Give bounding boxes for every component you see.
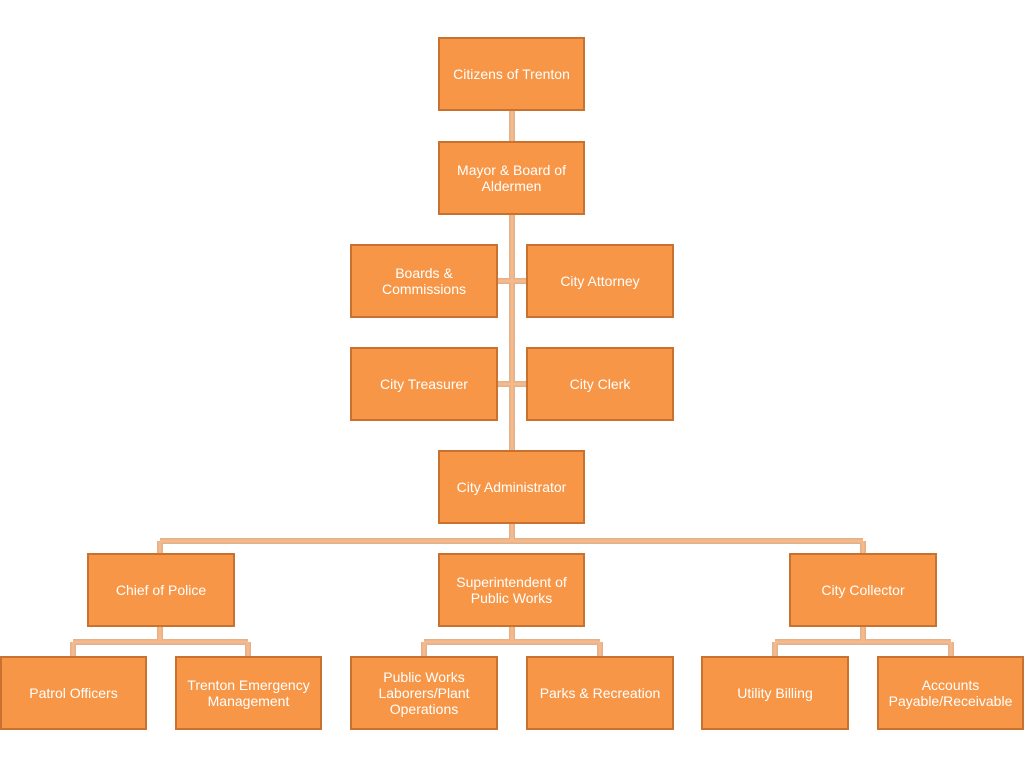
node-label: Superintendent of Public Works (456, 574, 567, 606)
node-label: Accounts Payable/Receivable (888, 677, 1013, 709)
node-city-administrator: City Administrator (438, 450, 585, 524)
node-citizens-of-trenton: Citizens of Trenton (438, 37, 585, 111)
node-city-treasurer: City Treasurer (350, 347, 498, 421)
node-accounts-payable-receivable: Accounts Payable/Receivable (877, 656, 1024, 730)
node-chief-of-police: Chief of Police (87, 553, 235, 627)
node-label: Boards & Commissions (381, 265, 466, 297)
node-label: City Attorney (560, 273, 640, 289)
node-label: City Treasurer (380, 376, 468, 392)
node-label: Citizens of Trenton (453, 66, 570, 82)
node-label: City Clerk (569, 376, 631, 392)
node-city-attorney: City Attorney (526, 244, 674, 318)
node-superintendent-public-works: Superintendent of Public Works (438, 553, 585, 627)
node-utility-billing: Utility Billing (701, 656, 849, 730)
node-label: Trenton Emergency Management (187, 677, 310, 709)
node-label: Parks & Recreation (539, 685, 661, 701)
node-label: Public Works Laborers/Plant Operations (378, 669, 470, 717)
node-label: Patrol Officers (29, 685, 118, 701)
node-patrol-officers: Patrol Officers (0, 656, 147, 730)
node-trenton-emergency-management: Trenton Emergency Management (175, 656, 322, 730)
node-parks-recreation: Parks & Recreation (526, 656, 674, 730)
node-public-works-laborers: Public Works Laborers/Plant Operations (350, 656, 498, 730)
node-city-collector: City Collector (789, 553, 937, 627)
node-label: City Administrator (456, 479, 567, 495)
node-city-clerk: City Clerk (526, 347, 674, 421)
node-boards-commissions: Boards & Commissions (350, 244, 498, 318)
node-label: Utility Billing (737, 685, 813, 701)
node-label: Chief of Police (115, 582, 207, 598)
node-mayor-board-of-aldermen: Mayor & Board of Aldermen (438, 141, 585, 215)
node-label: City Collector (821, 582, 905, 598)
node-label: Mayor & Board of Aldermen (457, 162, 566, 194)
